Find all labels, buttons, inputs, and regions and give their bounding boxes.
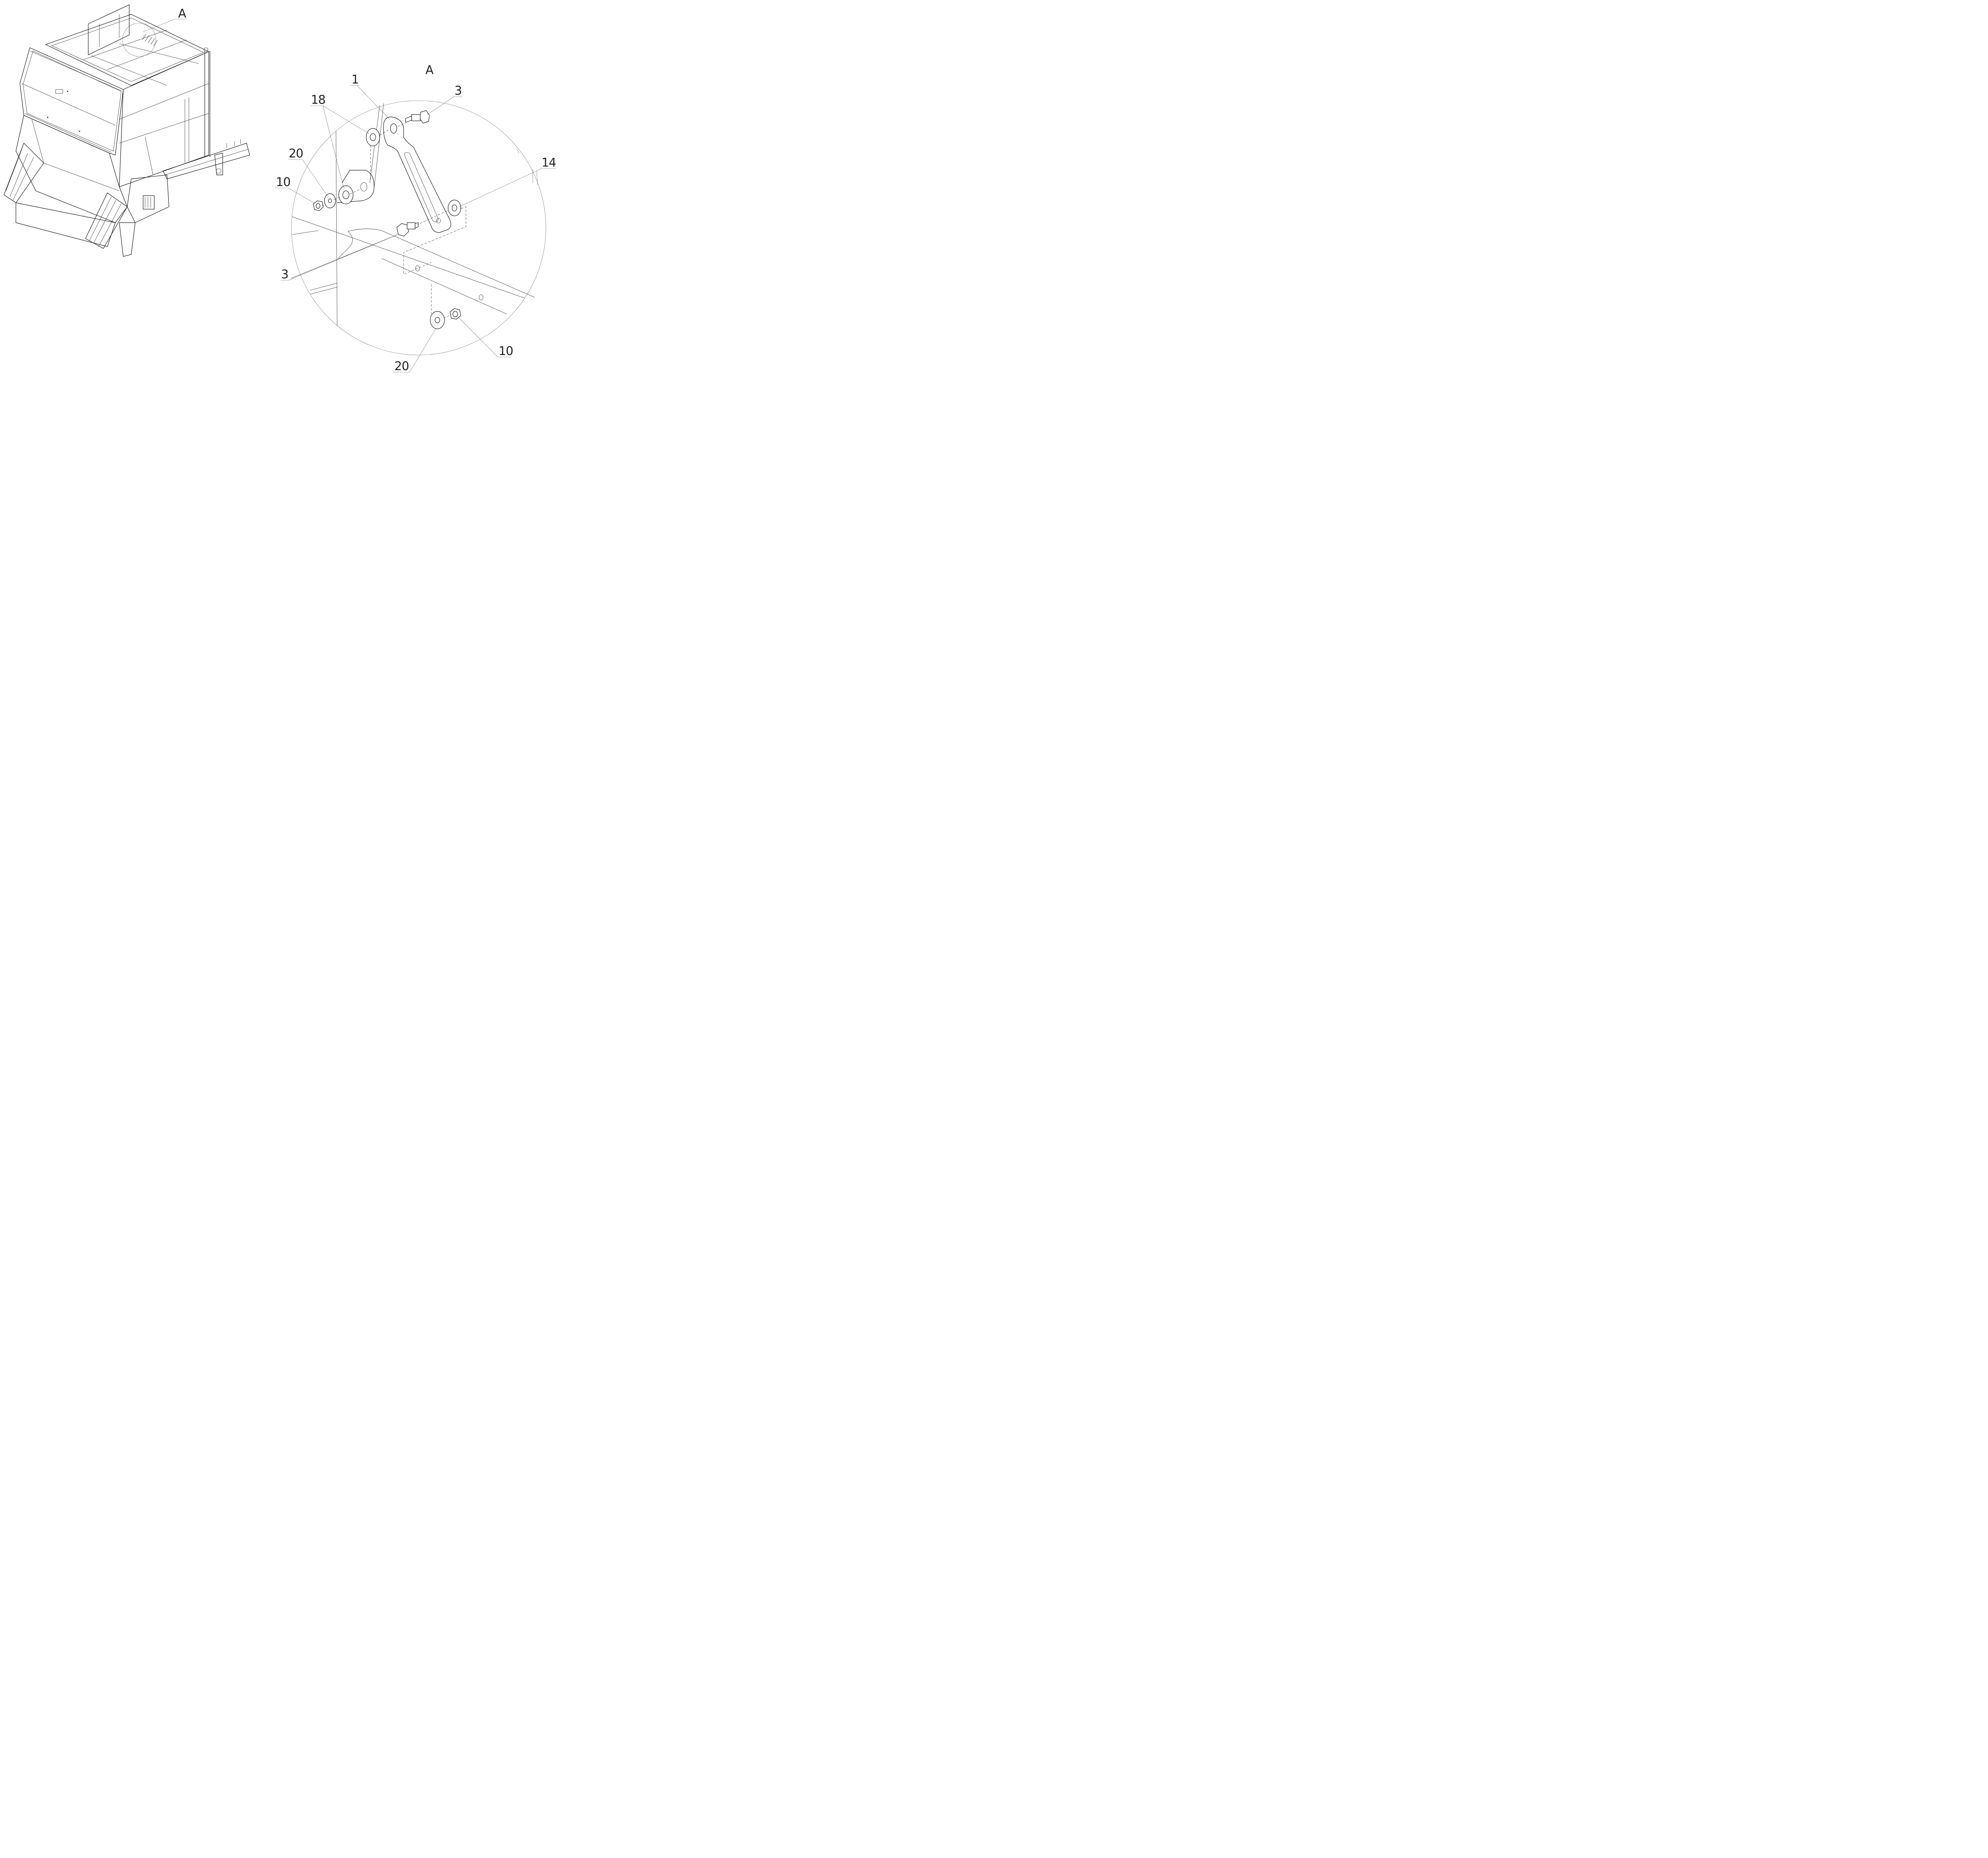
washer-14 <box>448 200 461 216</box>
nut-10-lower <box>450 308 461 320</box>
callout-3-top: 3 <box>454 84 462 98</box>
lever-arm <box>383 116 451 233</box>
washer-18-lower <box>338 185 353 204</box>
washer-18-upper <box>366 128 380 146</box>
callout-10-lower: 10 <box>499 344 513 358</box>
callout-1: 1 <box>351 73 359 87</box>
overview-detail-circle <box>122 23 156 57</box>
callout-20-upper: 20 <box>289 147 303 161</box>
detail-view-a: A <box>275 63 556 373</box>
detail-title: A <box>425 63 434 77</box>
detail-circle <box>291 100 546 355</box>
callout-3-lower: 3 <box>281 268 288 282</box>
bolt-3-lower <box>396 222 419 237</box>
callout-14: 14 <box>542 156 556 170</box>
callout-18: 18 <box>311 93 325 107</box>
washer-20-lower <box>430 311 445 329</box>
callout-20-lower: 20 <box>394 359 409 373</box>
nut-10-left <box>313 200 324 211</box>
overview-detail-label: A <box>178 7 186 21</box>
bolt-3-top <box>405 110 430 124</box>
callout-10-upper: 10 <box>276 175 290 189</box>
technical-drawing: A <box>4 4 556 373</box>
overview-assembly: A <box>4 4 250 257</box>
washer-20-left <box>324 193 336 208</box>
